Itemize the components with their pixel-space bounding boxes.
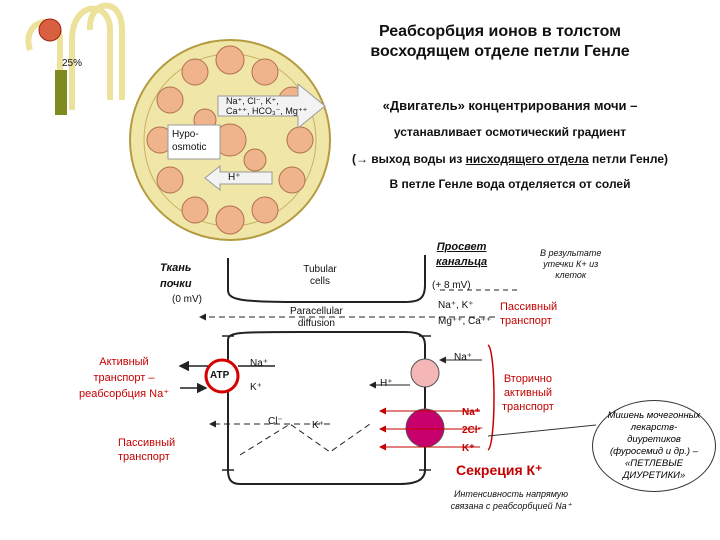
lumen-potential: (+ 8 mV) xyxy=(432,280,471,291)
intensity-note: Интенсивность напрямую связана с реабсор… xyxy=(446,488,576,512)
target-line-6: ДИУРЕТИКИ» xyxy=(622,470,686,481)
tissue-line-1: Ткань xyxy=(160,262,192,274)
percent-label: 25% xyxy=(62,58,83,69)
target-line-1: Мишень мочегонных xyxy=(607,410,701,421)
lumen-label: Просвет канальца xyxy=(436,240,487,270)
paracellular-line-2: diffusion xyxy=(297,318,335,329)
cl-left-label: Cl⁻ xyxy=(268,416,283,427)
desc-line-4: В петле Генле вода отделяется от солей xyxy=(389,177,631,191)
na-apical-label: Na⁺ xyxy=(454,352,473,363)
result-note: В результате утечки К+ из клеток xyxy=(540,248,601,281)
hypo-label: Hypo- osmotic xyxy=(172,128,206,154)
paracellular-ions-2: Mg⁺⁺, Ca⁺⁺ xyxy=(438,316,492,327)
passive-top-line-2: транспорт xyxy=(500,315,552,327)
passive-top-line-1: Пассивный xyxy=(500,301,558,313)
target-bubble: Мишень мочегонных лекарств- диуретиков (… xyxy=(592,400,716,492)
target-line-4: (фуросемид и др.) – xyxy=(609,446,698,457)
passive-bottom-line-1: Пассивный xyxy=(118,437,176,449)
desc-line-3-underlined: нисходящего отдела xyxy=(465,152,589,166)
secretion-label: Секреция К⁺ xyxy=(456,462,543,478)
result-line-2: утечки К+ из xyxy=(543,259,599,269)
k-top-label: K⁺ xyxy=(312,420,324,431)
tubular-line-1: Tubular xyxy=(303,264,337,275)
desc-line-2: устанавливает осмотический градиент xyxy=(393,125,627,139)
tissue-potential: (0 mV) xyxy=(172,294,202,305)
desc-line-3-prefix: (→ выход воды из xyxy=(351,152,466,166)
cotransport-ions: Na⁺ 2Cl⁻ K⁺ xyxy=(462,404,483,458)
secondary-line-3: транспорт xyxy=(502,401,554,413)
cotransport-na: Na⁺ xyxy=(462,407,481,418)
h-apical-label: H⁺ xyxy=(380,378,393,389)
nephron-illustration xyxy=(25,2,125,115)
ions-line-2: Ca⁺⁺, HCO₃⁻, Mg⁺⁺ xyxy=(226,106,308,116)
title-line-2: восходящем отделе петли Генле xyxy=(370,43,630,60)
ions-box-label: Na⁺, Cl⁻, K⁺, Ca⁺⁺, HCO₃⁻, Mg⁺⁺ xyxy=(226,96,307,116)
nkcc-cotransporter xyxy=(405,408,445,448)
h-ion-arrow xyxy=(204,164,273,192)
cotransport-k: K⁺ xyxy=(462,443,475,454)
secondary-label: Вторично активный транспорт xyxy=(502,372,554,414)
active-line-1: Активный xyxy=(99,356,149,368)
result-line-1: В результате xyxy=(540,248,602,258)
tissue-line-2: почки xyxy=(160,278,192,290)
desc-line-1: «Двигатель» концентрирования мочи – xyxy=(382,98,638,113)
paracellular-label: Paracellular diffusion xyxy=(290,306,343,330)
active-label: Активный транспорт – реабсорбция Na⁺ xyxy=(64,354,184,402)
intensity-line-2: связана с реабсорбцией Na⁺ xyxy=(450,501,572,511)
paracellular-ions: Na⁺, K⁺ Mg⁺⁺, Ca⁺⁺ xyxy=(438,298,491,330)
k-left-label: K⁺ xyxy=(250,382,262,393)
title-line-1: Реабсорбция ионов в толстом xyxy=(378,23,621,40)
secondary-line-2: активный xyxy=(503,387,553,399)
atp-pump xyxy=(204,358,240,394)
atp-label: ATP xyxy=(210,370,230,381)
tubular-line-2: cells xyxy=(309,276,330,287)
hypoosmotic-box xyxy=(167,124,221,160)
tubular-cells-label: Tubular cells xyxy=(298,264,342,288)
lumen-line-1: Просвет xyxy=(436,241,487,253)
k-recycle-path xyxy=(239,423,371,456)
active-line-3: реабсорбция Na⁺ xyxy=(78,388,169,400)
target-line-2: лекарств- xyxy=(630,422,678,433)
tissue-label: Ткань почки xyxy=(160,260,192,292)
secondary-line-1: Вторично xyxy=(503,373,553,385)
target-line-3: диуретиков xyxy=(627,434,681,445)
active-line-2: транспорт – xyxy=(93,372,155,384)
desc-line-3: (→ выход воды из нисходящего отдела петл… xyxy=(300,152,720,166)
cotransport-cl: 2Cl⁻ xyxy=(462,425,483,436)
target-connector xyxy=(487,424,597,437)
ions-line-1: Na⁺, Cl⁻, K⁺, xyxy=(226,96,279,106)
na-h-exchanger xyxy=(410,358,440,388)
paracellular-ions-1: Na⁺, K⁺ xyxy=(438,300,474,311)
ion-flow-arrow xyxy=(217,82,326,130)
tubule-cross-section xyxy=(129,39,331,241)
passive-top-label: Пассивный транспорт xyxy=(500,300,557,328)
intensity-line-1: Интенсивность напрямую xyxy=(453,489,569,499)
hypo-line-1: Hypo- xyxy=(172,129,199,140)
secondary-bracket xyxy=(487,344,495,451)
h-label: H⁺ xyxy=(228,172,241,183)
passive-bottom-label: Пассивный транспорт xyxy=(118,436,175,464)
result-line-3: клеток xyxy=(555,270,587,280)
page-title: Реабсорбция ионов в толстом восходящем о… xyxy=(330,22,670,62)
lumen-line-2: канальца xyxy=(436,256,488,268)
passive-bottom-line-2: транспорт xyxy=(118,451,170,463)
hypo-line-2: osmotic xyxy=(172,142,207,153)
membrane-ticks xyxy=(222,335,431,471)
paracellular-line-1: Paracellular xyxy=(290,306,343,317)
na-left-label: Na⁺ xyxy=(250,358,269,369)
target-line-5: «ПЕТЛЕВЫЕ xyxy=(625,458,683,469)
desc-line-3-suffix: петли Генле) xyxy=(588,152,669,166)
